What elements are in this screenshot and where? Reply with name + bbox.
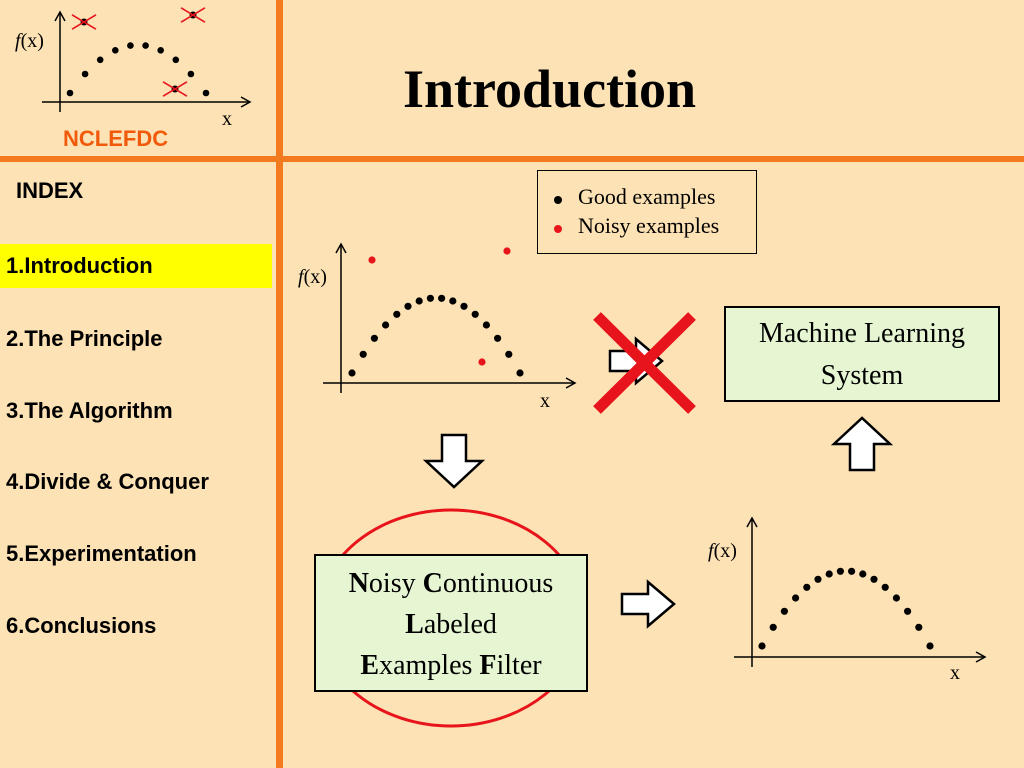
logo-plot-good-point	[66, 89, 74, 97]
plot1-x-arrow	[565, 377, 577, 389]
plot2-good-point	[780, 607, 789, 615]
plot1-good-point	[460, 302, 468, 310]
plot1-noisy-point	[478, 358, 486, 366]
plot1-good-point	[393, 310, 401, 318]
index-heading: INDEX	[16, 178, 84, 203]
blocked-x-stroke	[593, 312, 696, 414]
filter-box-line3: Examples Filter	[360, 650, 542, 681]
down-arrow	[422, 433, 486, 489]
logo-plot-good-point	[81, 70, 89, 78]
plot1-good-point	[404, 302, 412, 310]
vertical-divider	[276, 0, 283, 768]
ml-box-line2: System	[820, 360, 904, 391]
right-arrow	[620, 579, 676, 629]
plot2-y-arrow	[746, 516, 758, 528]
index-item-experimentation[interactable]: 5.Experimentation	[6, 541, 197, 566]
logo-plot-good-point	[127, 42, 134, 49]
index-item-conclusions[interactable]: 6.Conclusions	[6, 613, 157, 638]
plot1-good-point	[471, 310, 479, 318]
plot1-good-point	[505, 350, 513, 358]
legend-good-dot	[554, 196, 562, 204]
index-item-introduction[interactable]: 1.Introduction	[0, 244, 272, 288]
plot2-good-point	[803, 583, 811, 591]
logo-plot-good-point	[187, 70, 195, 78]
plot2-good-point	[915, 623, 923, 631]
plot1-good-point	[494, 334, 502, 342]
filter-box-line2: Labeled	[405, 609, 497, 640]
logo-x-label: x	[222, 108, 232, 130]
plot1-good-point	[482, 321, 490, 329]
plot2-good-point	[848, 567, 856, 575]
plot1-good-point	[449, 297, 457, 305]
nclef-filter-box: Noisy Continuous Labeled Examples Filter	[314, 554, 588, 692]
plot2-good-point	[769, 623, 777, 631]
plot1-noisy-point	[368, 256, 376, 264]
index-item-algorithm[interactable]: 3.The Algorithm	[6, 398, 173, 423]
plot2-good-point	[836, 567, 845, 575]
logo-plot-y-arrow	[54, 10, 66, 22]
legend-good-label: Good examples	[578, 184, 716, 209]
plot2-good-point	[758, 642, 766, 650]
filter-box-line1: Noisy Continuous	[348, 568, 554, 599]
plot1-good-point	[370, 334, 378, 342]
plot2-fx-label: f(x)	[708, 540, 737, 562]
plot2-x-arrow	[975, 651, 987, 663]
logo-plot-good-point	[202, 89, 210, 97]
plot2-good-point	[881, 583, 889, 591]
machine-learning-system-box: Machine Learning System	[724, 306, 1000, 402]
index-item-principle[interactable]: 2.The Principle	[6, 326, 163, 351]
logo-plot-good-point	[172, 56, 180, 64]
plot2-good-point	[792, 594, 800, 602]
plot1-good-point	[426, 294, 434, 302]
plot2-good-point	[904, 607, 912, 615]
plot1-good-point	[348, 369, 356, 377]
plot1-y-arrow	[335, 242, 347, 254]
logo-plot-good-point	[142, 42, 149, 49]
plot1-fx-label: f(x)	[298, 266, 327, 288]
logo-cross-stroke	[180, 7, 206, 23]
up-arrow	[830, 416, 894, 472]
legend-noisy-label: Noisy examples	[578, 213, 720, 238]
plot2-good-point	[859, 570, 867, 578]
plot2-good-point	[892, 594, 901, 602]
plot2-good-point	[814, 575, 822, 583]
logo-plot-good-point	[112, 47, 119, 54]
logo-fx-label: f(x)	[15, 30, 44, 52]
legend-noisy-dot	[554, 225, 562, 233]
legend: Good examples Noisy examples	[537, 170, 757, 254]
plot2-good-point	[825, 570, 833, 578]
logo-cross-stroke	[71, 14, 97, 30]
plot1-good-point	[382, 321, 390, 329]
logo-plot-good-point	[157, 47, 164, 54]
plot2-good-point	[870, 575, 878, 583]
plot2-good-point	[926, 642, 934, 650]
plot2-x-label: x	[950, 662, 960, 684]
logo-plot-x-arrow	[240, 96, 252, 108]
plot1-good-point	[438, 294, 446, 302]
logo-text: NCLEFDC	[63, 126, 169, 151]
page-title: Introduction	[403, 59, 697, 119]
plot1-good-point	[516, 369, 524, 377]
horizontal-divider	[0, 156, 1024, 162]
ml-box-line1: Machine Learning	[758, 318, 966, 349]
logo-plot-good-point	[96, 56, 104, 64]
plot1-good-point	[359, 350, 367, 358]
plot1-x-label: x	[540, 390, 550, 412]
logo-cross-stroke	[162, 81, 188, 97]
index-item-divide-conquer[interactable]: 4.Divide & Conquer	[6, 469, 209, 494]
plot1-good-point	[415, 297, 423, 305]
plot1-noisy-point	[503, 247, 511, 255]
